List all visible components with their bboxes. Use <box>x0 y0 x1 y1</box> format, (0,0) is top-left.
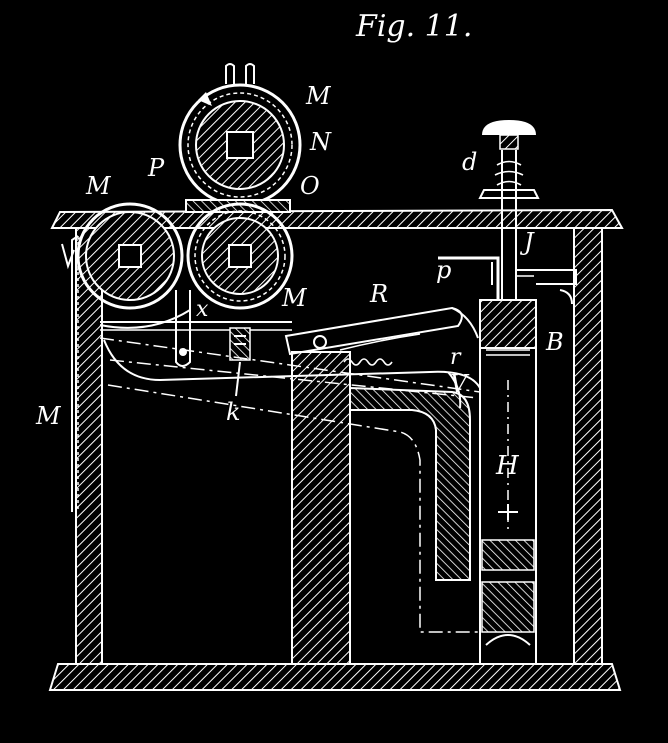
label-x: x <box>196 297 209 322</box>
vertical-rod <box>478 150 540 300</box>
chain-lines <box>99 337 481 633</box>
label-p-bracket: p <box>436 256 451 284</box>
bent-lever <box>349 386 471 581</box>
label-m-strip: M <box>35 402 62 430</box>
spring-wire <box>103 339 481 409</box>
label-n: N <box>309 128 332 156</box>
left-wall <box>75 227 103 665</box>
center-column <box>291 351 351 665</box>
label-v: V <box>450 370 470 398</box>
bracket-p <box>438 256 500 300</box>
paper-strip <box>61 235 191 512</box>
label-m-left: M <box>85 172 112 200</box>
label-h: H <box>495 451 520 481</box>
label-d: d <box>462 148 477 176</box>
top-plate <box>50 208 624 229</box>
plunger-housing <box>479 299 537 665</box>
label-b: B <box>545 328 564 356</box>
plunger-knob <box>482 120 536 150</box>
label-m-mid: M <box>281 284 308 312</box>
guide-bracket <box>516 269 577 305</box>
lever-arm <box>284 306 479 366</box>
label-j: J <box>519 228 535 256</box>
label-r-small: r <box>450 345 462 370</box>
figure-title: Fig. 11. <box>355 9 472 44</box>
base-plate <box>48 663 622 691</box>
roller-support <box>185 199 291 213</box>
label-m-top: M <box>305 82 332 110</box>
upper-rail <box>100 321 292 331</box>
left-roller <box>76 202 184 310</box>
clamp-k <box>229 327 251 397</box>
label-r-lever: R <box>369 280 388 308</box>
right-wall <box>573 227 603 665</box>
right-roller <box>186 202 294 310</box>
label-o: O <box>300 172 320 200</box>
label-p-roller: P <box>147 154 165 182</box>
label-k: k <box>226 398 241 426</box>
link-x <box>175 290 191 367</box>
top-roller <box>178 63 302 207</box>
